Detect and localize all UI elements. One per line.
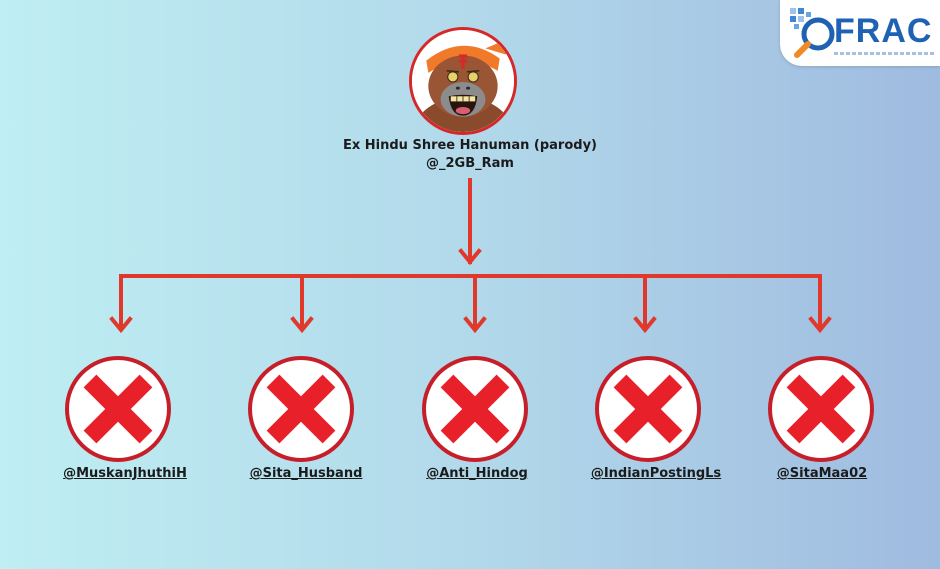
red-x-icon xyxy=(768,356,874,462)
red-x-icon xyxy=(422,356,528,462)
suspended-account-handle[interactable]: @Sita_Husband xyxy=(249,466,363,481)
suspended-account-node xyxy=(247,355,355,463)
branch-arrow-head-1 xyxy=(109,316,133,334)
suspended-account-handle[interactable]: @SitaMaa02 xyxy=(776,466,868,481)
main-account-avatar xyxy=(409,27,517,135)
branch-arrow-head-4 xyxy=(633,316,657,334)
branch-arrow-head-3 xyxy=(463,316,487,334)
ape-avatar-icon xyxy=(412,30,514,132)
main-account-name: Ex Hindu Shree Hanuman (parody) xyxy=(342,138,597,153)
frac-logo: FRAC xyxy=(780,0,940,66)
suspended-account-node xyxy=(64,355,172,463)
logo-text: FRAC xyxy=(834,12,933,50)
suspended-account-node xyxy=(767,355,875,463)
branch-arrow-head-2 xyxy=(290,316,314,334)
suspended-account-handle[interactable]: @IndianPostingLs xyxy=(590,466,722,481)
suspended-account-node xyxy=(421,355,529,463)
red-x-icon xyxy=(248,356,354,462)
suspended-account-handle[interactable]: @Anti_Hindog xyxy=(426,466,528,481)
main-account-handle: @_2GB_Ram xyxy=(426,156,514,171)
branch-arrow-head-5 xyxy=(808,316,832,334)
suspended-account-handle[interactable]: @MuskanJhuthiH xyxy=(63,466,187,481)
suspended-account-node xyxy=(594,355,702,463)
red-x-icon xyxy=(595,356,701,462)
logo-tagline-strip xyxy=(834,52,934,55)
red-x-icon xyxy=(65,356,171,462)
trunk-arrow-head xyxy=(458,248,482,266)
magnifier-icon xyxy=(790,8,835,58)
